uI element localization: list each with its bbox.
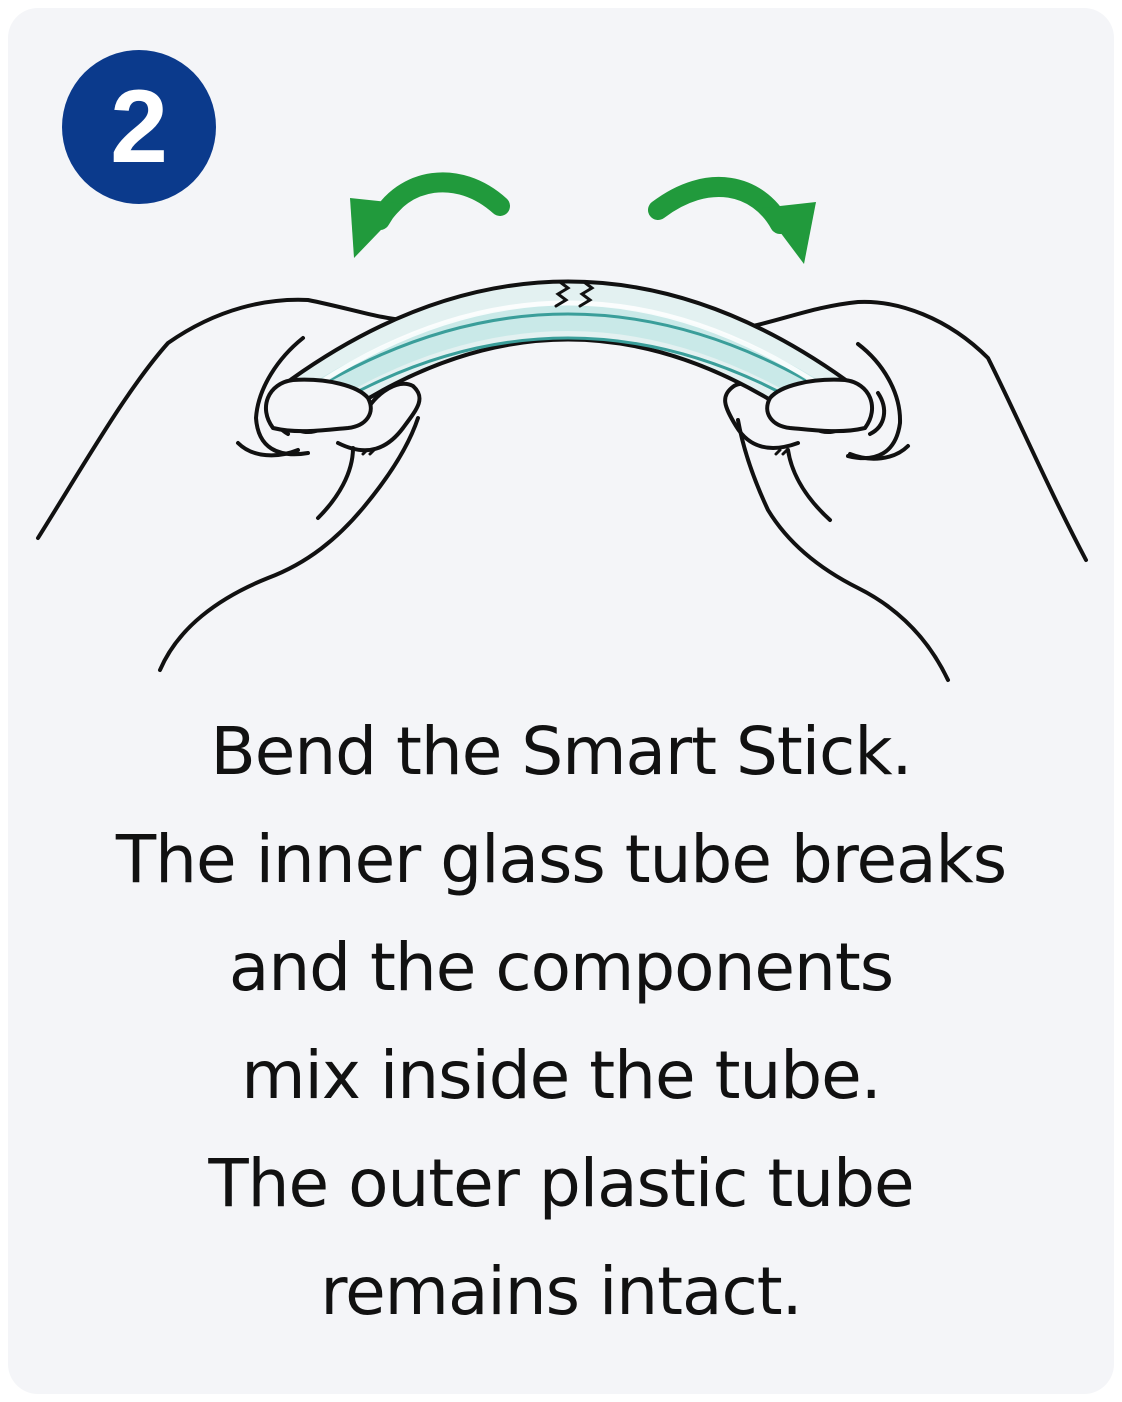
step-number-badge: 2 [62,50,216,204]
instruction-line-5: The outer plastic tube [208,1145,914,1222]
instruction-line-3: and the components [228,929,894,1006]
instruction-line-1: Bend the Smart Stick. [210,713,912,790]
instruction-line-2: The inner glass tube breaks [115,821,1007,898]
instruction-line-6: remains intact. [320,1253,802,1330]
bending-stick-illustration [36,172,1088,682]
curved-arrow-left-icon [350,172,510,258]
instruction-card: 2 [8,8,1114,1394]
right-thumb [765,377,875,434]
right-hand [723,299,1088,682]
inner-glass-tube [329,312,807,382]
instruction-line-4: mix inside the tube. [241,1037,882,1114]
left-thumb [263,377,373,434]
crack-icon [554,280,595,308]
curved-arrow-right-icon [648,177,816,264]
instruction-text: Bend the Smart Stick. The inner glass tu… [8,698,1114,1346]
